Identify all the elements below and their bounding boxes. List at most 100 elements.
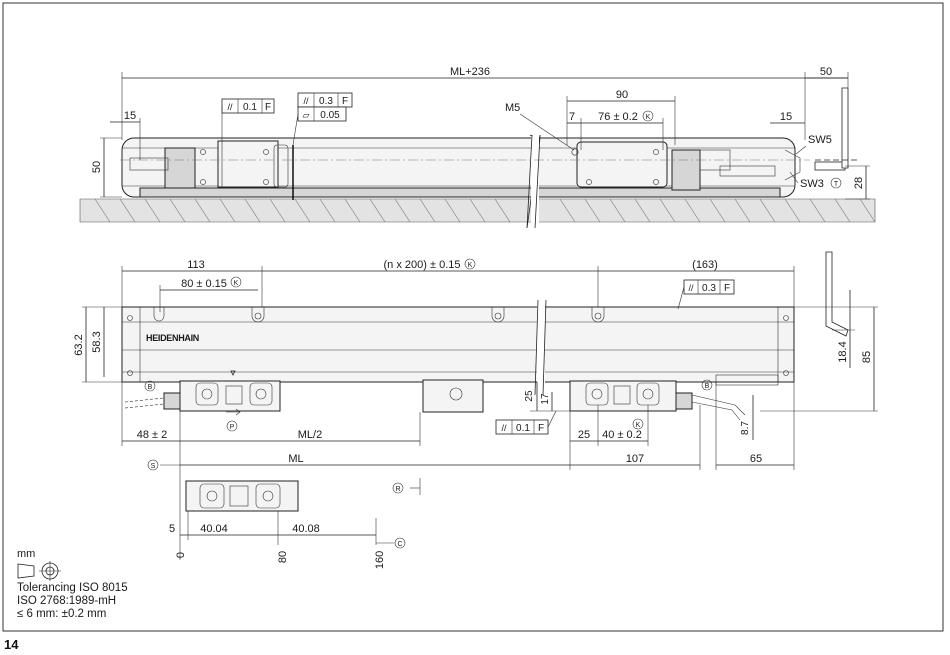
tol-frame-parallel-03-front: // 0.3 F bbox=[677, 279, 735, 310]
mounting-slot bbox=[251, 307, 265, 323]
allen-key-front bbox=[825, 251, 849, 337]
drawing-frame bbox=[2, 2, 944, 632]
dim-17: 17 bbox=[540, 393, 551, 405]
svg-text:K: K bbox=[636, 422, 641, 429]
label-sw3: SW3 bbox=[800, 178, 824, 190]
scanning-unit-middle bbox=[422, 379, 484, 413]
dim-107: 107 bbox=[626, 453, 644, 465]
dim-40: 40 ± 0.2 bbox=[602, 429, 642, 441]
tol-frame-parallel-01: // 0.1 F bbox=[221, 98, 275, 188]
mounting-block-right bbox=[576, 141, 668, 188]
dim-163: (163) bbox=[692, 259, 718, 271]
scale-base-strip bbox=[139, 187, 781, 198]
svg-text://: // bbox=[688, 283, 694, 293]
svg-text:F: F bbox=[724, 283, 730, 294]
dim-15-right: 15 bbox=[780, 111, 792, 123]
svg-text:R: R bbox=[395, 486, 400, 493]
dim-ml-plus-236: ML+236 bbox=[450, 66, 490, 78]
svg-text:0.3: 0.3 bbox=[702, 283, 716, 294]
cable-connector-left bbox=[163, 392, 181, 410]
dim-25-horizontal: 25 bbox=[578, 429, 590, 441]
dim-63-2: 63.2 bbox=[73, 334, 85, 355]
svg-text://: // bbox=[303, 96, 309, 106]
svg-text:F: F bbox=[342, 96, 348, 107]
brand-heidenhain: HEIDENHAIN bbox=[146, 333, 199, 343]
label-m5: M5 bbox=[505, 102, 520, 114]
detail-view: R 5 40.04 40.08 C 0 80 160 bbox=[169, 478, 421, 569]
svg-text:K: K bbox=[468, 262, 473, 269]
dim-76: 76 ± 0.2 bbox=[598, 111, 638, 123]
label-sw5: SW5 bbox=[808, 134, 832, 146]
dim-25-vertical: 25 bbox=[524, 390, 535, 402]
svg-text:▱: ▱ bbox=[303, 110, 310, 120]
axis-label-160: 160 bbox=[374, 551, 386, 569]
break-line bbox=[526, 134, 541, 229]
dim-15-left: 15 bbox=[124, 110, 136, 122]
allen-key-sw5 bbox=[841, 87, 849, 169]
svg-text://: // bbox=[501, 423, 507, 433]
note-line-3: ≤ 6 mm: ±0.2 mm bbox=[17, 608, 106, 620]
svg-text:C: C bbox=[397, 541, 402, 548]
dim-ml-half: ML/2 bbox=[298, 429, 322, 441]
dim-28: 28 bbox=[853, 177, 865, 189]
svg-text:0.05: 0.05 bbox=[320, 110, 340, 121]
note-line-1: Tolerancing ISO 8015 bbox=[17, 582, 128, 594]
scale-body-front bbox=[121, 306, 795, 383]
scanning-unit-left bbox=[179, 380, 281, 412]
svg-text:K: K bbox=[646, 114, 651, 121]
dim-n-x-200: (n x 200) ± 0.15 bbox=[384, 259, 461, 271]
mounting-slot bbox=[491, 307, 505, 323]
callout-t bbox=[830, 177, 842, 189]
page-number: 14 bbox=[4, 637, 19, 652]
svg-text:T: T bbox=[834, 181, 839, 188]
callout-s bbox=[147, 459, 159, 471]
svg-text:K: K bbox=[234, 280, 239, 287]
scanning-head-left bbox=[164, 147, 196, 189]
svg-text:0.1: 0.1 bbox=[243, 102, 257, 113]
mounting-slot bbox=[153, 307, 165, 322]
dim-80: 80 ± 0.15 bbox=[181, 278, 227, 290]
svg-text:P: P bbox=[230, 424, 235, 431]
svg-text:0.1: 0.1 bbox=[516, 423, 530, 434]
mounting-slot bbox=[591, 307, 605, 323]
svg-text:S: S bbox=[151, 463, 156, 470]
callout-r bbox=[392, 482, 404, 494]
callout-k-side bbox=[642, 110, 654, 122]
axis-label-0: 0 bbox=[175, 552, 187, 558]
mounting-block-left bbox=[217, 140, 279, 188]
dim-48: 48 ± 2 bbox=[137, 429, 168, 441]
dim-ml: ML bbox=[288, 453, 303, 465]
side-view: ML+236 50 15 50 90 7 76 ± 0.2 K M5 15 bbox=[79, 66, 876, 229]
dim-85: 85 bbox=[861, 351, 873, 363]
front-view: HEIDENHAIN bbox=[73, 251, 878, 480]
tol-frame-parallel-03: // 0.3 F bbox=[297, 92, 353, 108]
break-line bbox=[534, 299, 547, 396]
dim-8-7: 8.7 bbox=[740, 421, 751, 435]
scanning-unit-detail bbox=[185, 480, 299, 512]
svg-text:0.3: 0.3 bbox=[319, 96, 333, 107]
units-label: mm bbox=[17, 548, 35, 560]
dim-58-3: 58.3 bbox=[91, 331, 103, 352]
dim-40-04: 40.04 bbox=[200, 523, 228, 535]
tol-frame-flatness: ▱ 0.05 bbox=[292, 106, 347, 146]
notes-block: mm Tolerancing ISO 8015 ISO 2768:1989-mH… bbox=[17, 548, 128, 620]
callout-c bbox=[394, 537, 406, 549]
svg-text:B: B bbox=[705, 383, 710, 390]
dim-18-4: 18.4 bbox=[837, 341, 849, 362]
note-line-2: ISO 2768:1989-mH bbox=[17, 595, 116, 607]
svg-text:F: F bbox=[265, 102, 271, 113]
axis-label-80: 80 bbox=[277, 551, 289, 563]
dim-50-top: 50 bbox=[820, 66, 832, 78]
projection-symbol-icon bbox=[17, 561, 61, 581]
callout-p bbox=[226, 420, 238, 432]
dim-113: 113 bbox=[187, 259, 205, 271]
dim-65: 65 bbox=[750, 453, 762, 465]
svg-text://: // bbox=[227, 102, 233, 112]
svg-text:F: F bbox=[538, 423, 544, 434]
dim-50-left: 50 bbox=[91, 161, 103, 173]
dim-5: 5 bbox=[169, 523, 175, 535]
callout-b-right bbox=[701, 379, 713, 391]
scanning-head-right bbox=[671, 149, 701, 191]
cable-connector-right bbox=[675, 392, 693, 410]
dim-40-08: 40.08 bbox=[292, 523, 320, 535]
